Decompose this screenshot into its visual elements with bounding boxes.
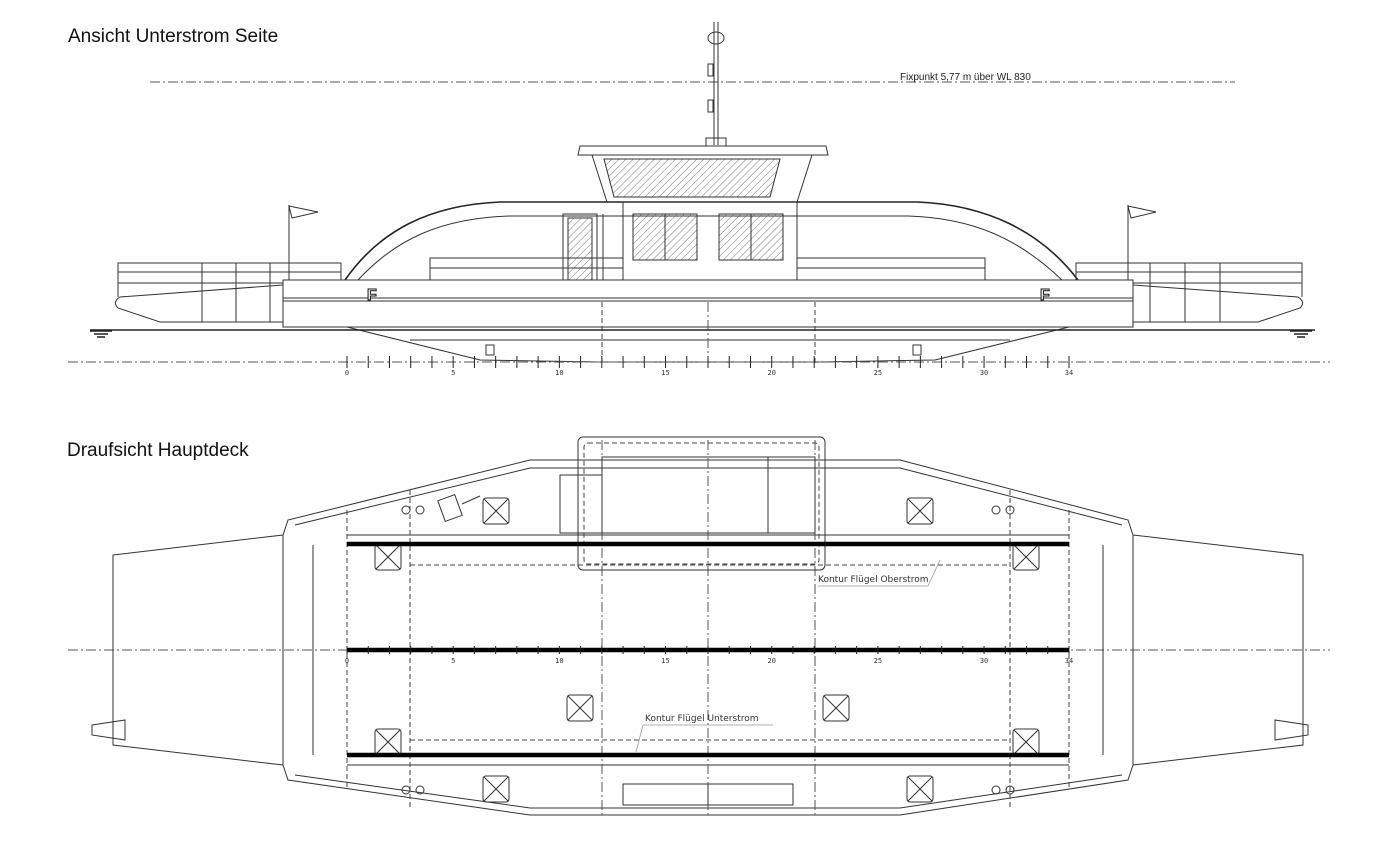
hull-marking-right: F [1040, 287, 1050, 304]
side-view-title: Ansicht Unterstrom Seite [68, 26, 279, 47]
frame-label: 34 [1065, 369, 1073, 377]
top-view: 0 5 10 15 20 25 30 34 Kontur Flügel Oberstrom K… [68, 436, 1330, 816]
side-view: Fixpunkt 5,77 m über WL 830 [68, 22, 1330, 377]
hull-side: F F [114, 279, 1304, 365]
label-upstream-contour: Kontur Flügel Oberstrom [818, 575, 928, 585]
frame-label: 0 [345, 369, 349, 377]
top-view-title: Draufsicht Hauptdeck [67, 440, 249, 461]
frame-label: 10 [555, 369, 563, 377]
frame-label: 15 [661, 657, 669, 665]
frame-label: 30 [980, 369, 988, 377]
flag-right [1127, 205, 1157, 280]
mast [705, 22, 727, 147]
fixpoint-note: Fixpunkt 5,77 m über WL 830 [900, 72, 1031, 83]
frame-label: 20 [767, 657, 775, 665]
frame-label: 5 [451, 369, 455, 377]
frame-label: 5 [451, 657, 455, 665]
frame-label: 0 [345, 657, 349, 665]
frame-label: 15 [661, 369, 669, 377]
frame-label: 25 [874, 369, 882, 377]
deck-outline [112, 459, 1304, 816]
frame-label: 34 [1065, 657, 1073, 665]
frame-scale-top: 0 5 10 15 20 25 30 34 [345, 646, 1073, 665]
wheelhouse-plan [559, 436, 826, 571]
frame-label: 10 [555, 657, 563, 665]
flag-left [288, 205, 319, 280]
frame-scale-side: 0 5 10 15 20 25 30 34 [345, 356, 1073, 377]
equipment [91, 493, 1309, 795]
cabin [562, 201, 798, 281]
railings [117, 257, 1303, 322]
waterline [90, 329, 1315, 338]
wheelhouse [577, 145, 829, 203]
frame-label: 25 [874, 657, 882, 665]
frame-label: 20 [767, 369, 775, 377]
label-downstream-contour: Kontur Flügel Unterstrom [645, 714, 759, 724]
frame-label: 30 [980, 657, 988, 665]
hull-marking-left: F [367, 287, 377, 304]
